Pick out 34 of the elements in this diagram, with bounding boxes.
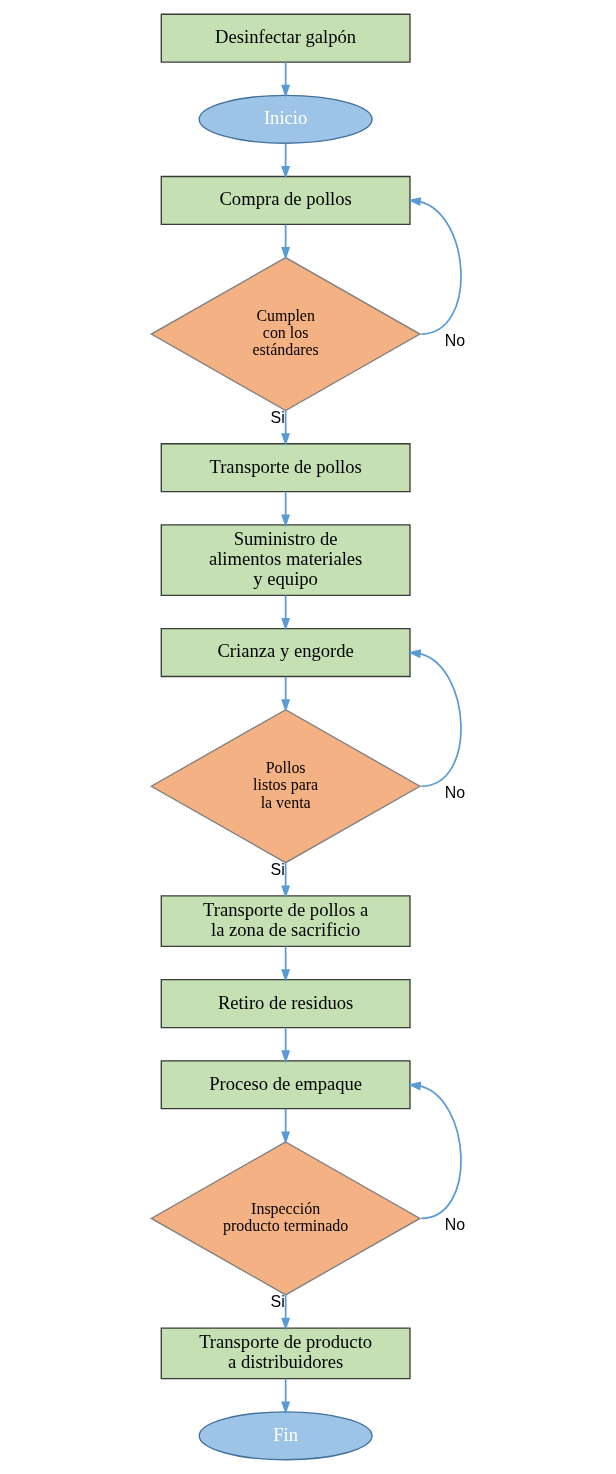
node-box: Crianza y engorde <box>160 627 411 678</box>
node-box: Suministro de alimentos materiales y equipo <box>160 524 411 597</box>
edge-label: Si <box>270 1293 285 1310</box>
arrow <box>280 1377 290 1415</box>
arrow <box>407 197 462 335</box>
node-ellipse: Fin <box>198 1411 373 1461</box>
node-box: Desinfectar galpón <box>160 13 411 63</box>
node-box: Transporte de pollos a la zona de sacrificio <box>160 895 411 948</box>
node-diamond: Inspección producto terminado <box>149 1141 421 1296</box>
arrow <box>280 1026 290 1064</box>
node-box: Compra de pollos <box>160 175 411 225</box>
arrow <box>280 862 290 899</box>
edge-label: No <box>444 783 465 801</box>
edge-label: No <box>444 331 465 349</box>
arrow <box>280 409 290 447</box>
node-box: Retiro de residuos <box>160 979 411 1029</box>
arrow <box>280 142 290 179</box>
node-box: Proceso de empaque <box>160 1060 411 1110</box>
node-diamond: Cumplen con los estándares <box>149 256 421 412</box>
arrow <box>280 675 290 713</box>
edge-label: No <box>444 1215 465 1233</box>
arrow <box>280 1294 290 1331</box>
arrow <box>280 61 290 98</box>
arrow <box>280 490 290 528</box>
arrow <box>280 594 290 631</box>
node-box: Transporte de producto a distribuidores <box>160 1327 411 1380</box>
node-ellipse: Inicio <box>198 94 373 144</box>
arrow <box>280 1108 290 1145</box>
node-diamond: Pollos listos para la venta <box>149 708 421 864</box>
arrow <box>280 223 290 260</box>
arrow <box>407 649 462 788</box>
node-box: Transporte de pollos <box>160 443 411 493</box>
arrow <box>407 1081 462 1220</box>
arrow <box>280 945 290 983</box>
